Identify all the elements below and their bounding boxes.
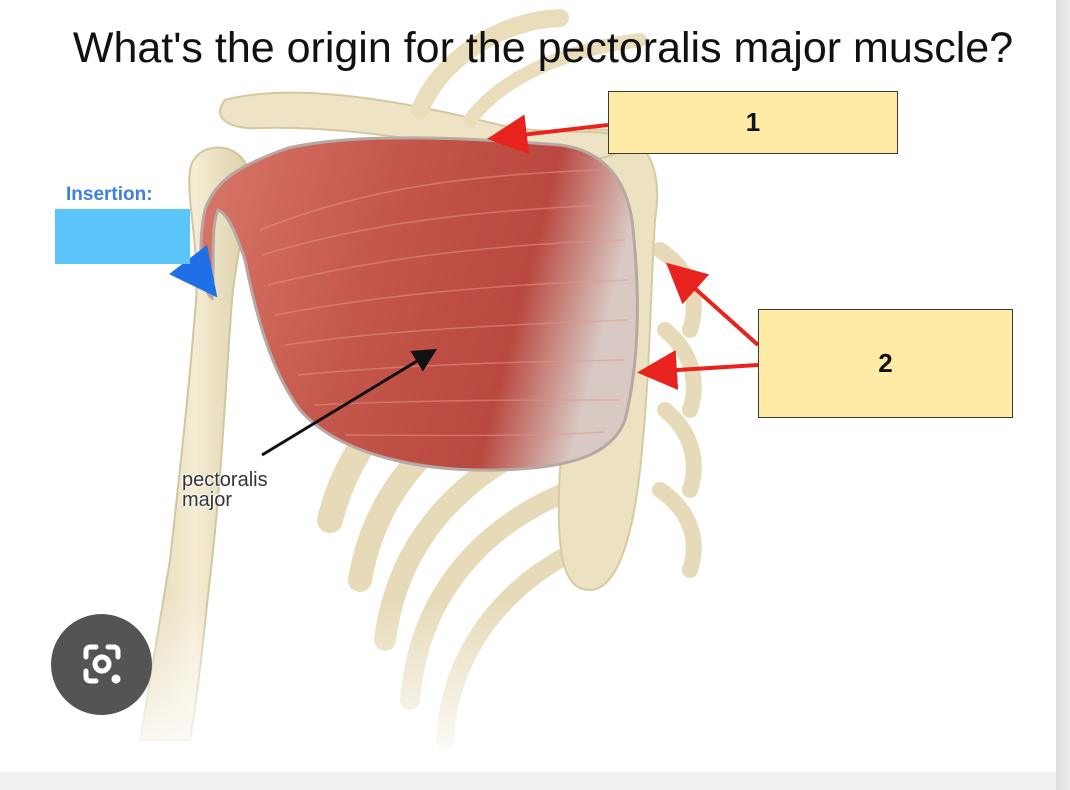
bottom-edge — [0, 772, 1056, 790]
question-title: What's the origin for the pectoralis maj… — [72, 24, 1014, 72]
muscle-pointer-arrow — [261, 348, 438, 457]
answer-box-1[interactable]: 1 — [608, 91, 898, 154]
muscle-fibers — [259, 169, 629, 437]
pectoralis-major-muscle — [199, 136, 639, 472]
google-lens-icon — [83, 644, 120, 683]
answer-box-2-label: 2 — [878, 348, 893, 378]
insertion-arrow — [169, 244, 218, 298]
scrollbar-track[interactable] — [1056, 0, 1070, 790]
insertion-label: Insertion: — [66, 184, 153, 205]
muscle-label: pectoralis major — [182, 470, 268, 510]
muscle-label-line2: major — [182, 489, 233, 511]
insertion-answer-box[interactable] — [55, 209, 190, 264]
origin-arrow-clavicle — [487, 114, 609, 155]
answer-box-1-label: 1 — [745, 107, 761, 137]
google-lens-button[interactable] — [51, 614, 152, 715]
muscle-label-line1: pectoralis — [182, 469, 268, 491]
origin-arrow-sternum-upper — [666, 262, 760, 347]
origin-arrow-sternum-lower — [637, 350, 759, 390]
answer-box-2[interactable]: 2 — [758, 309, 1013, 418]
